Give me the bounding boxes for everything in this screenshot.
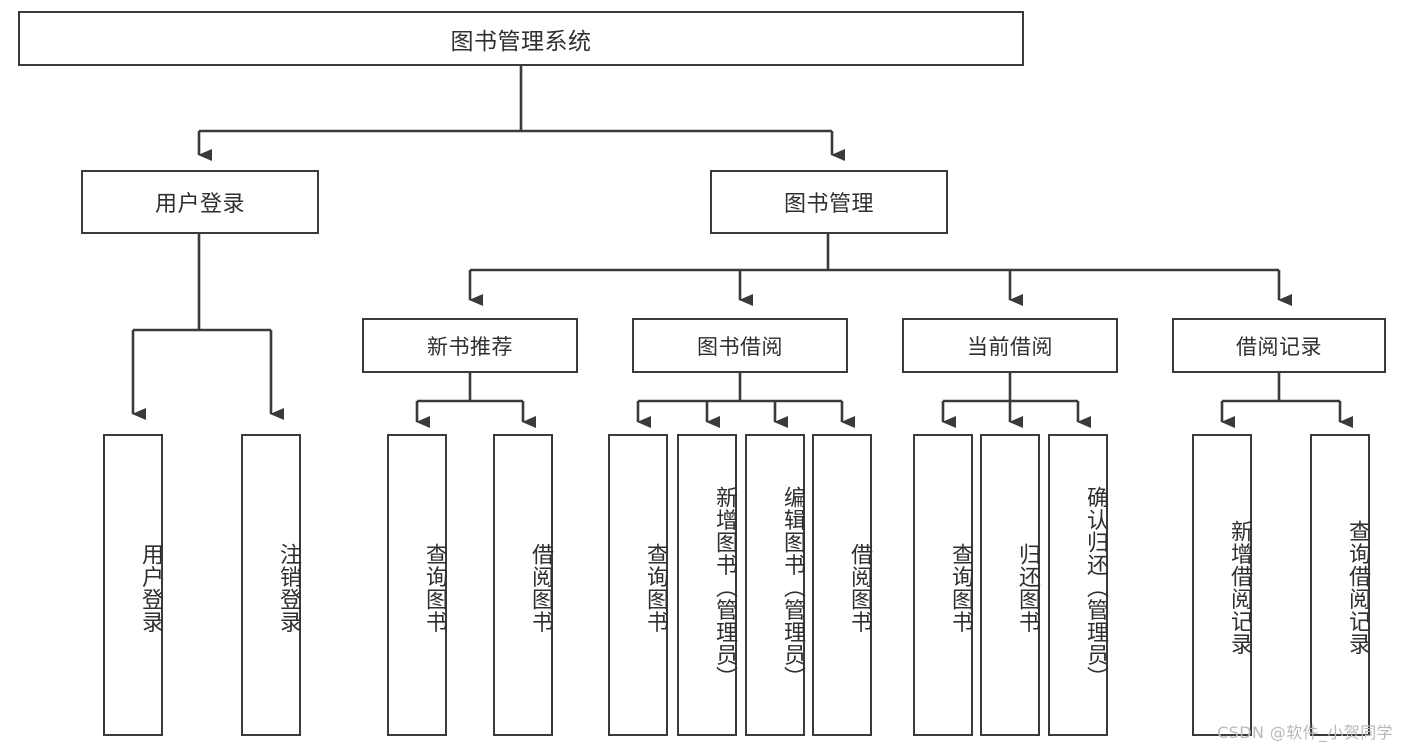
node-root-label: 图书管理系统 xyxy=(450,28,592,55)
node-book-management[interactable]: 图书管理 xyxy=(710,170,948,234)
node-new-book-recommend-label: 新书推荐 xyxy=(427,334,513,359)
node-user-login-label: 用户登录 xyxy=(154,192,245,217)
leaf-borrow-add-book-admin[interactable]: 新增图书（管理员） xyxy=(677,434,737,736)
leaf-borrow-edit-book-admin-label: 编辑图书（管理员） xyxy=(780,485,805,689)
leaf-recommend-borrow-book-label: 借阅图书 xyxy=(528,543,553,633)
node-user-login[interactable]: 用户登录 xyxy=(81,170,319,234)
leaf-user-logout-label: 注销登录 xyxy=(276,543,301,633)
leaf-record-add-borrow-record[interactable]: 新增借阅记录 xyxy=(1192,434,1252,736)
leaf-borrow-add-book-admin-label: 新增图书（管理员） xyxy=(712,485,737,689)
leaf-borrow-borrow-book-label: 借阅图书 xyxy=(847,543,872,633)
node-new-book-recommend[interactable]: 新书推荐 xyxy=(362,318,578,373)
leaf-borrow-borrow-book[interactable]: 借阅图书 xyxy=(812,434,872,736)
node-borrow-record[interactable]: 借阅记录 xyxy=(1172,318,1386,373)
leaf-user-logout[interactable]: 注销登录 xyxy=(241,434,301,736)
leaf-borrow-query-book-label: 查询图书 xyxy=(643,543,668,633)
leaf-current-return-book-label: 归还图书 xyxy=(1015,543,1040,633)
leaf-borrow-edit-book-admin[interactable]: 编辑图书（管理员） xyxy=(745,434,805,736)
node-book-borrow[interactable]: 图书借阅 xyxy=(632,318,848,373)
leaf-recommend-query-book[interactable]: 查询图书 xyxy=(387,434,447,736)
leaf-user-login[interactable]: 用户登录 xyxy=(103,434,163,736)
node-book-borrow-label: 图书借阅 xyxy=(697,334,783,359)
node-book-management-label: 图书管理 xyxy=(783,192,874,217)
leaf-current-confirm-return-admin-label: 确认归还（管理员） xyxy=(1083,485,1108,689)
watermark: CSDN @软件_小贺同学 xyxy=(1217,723,1393,742)
leaf-record-query-borrow-record[interactable]: 查询借阅记录 xyxy=(1310,434,1370,736)
leaf-recommend-borrow-book[interactable]: 借阅图书 xyxy=(493,434,553,736)
node-borrow-record-label: 借阅记录 xyxy=(1236,334,1322,359)
node-current-borrow-label: 当前借阅 xyxy=(967,334,1053,359)
leaf-record-query-borrow-record-label: 查询借阅记录 xyxy=(1345,519,1370,655)
leaf-current-query-book[interactable]: 查询图书 xyxy=(913,434,973,736)
leaf-borrow-query-book[interactable]: 查询图书 xyxy=(608,434,668,736)
leaf-current-query-book-label: 查询图书 xyxy=(948,543,973,633)
leaf-record-add-borrow-record-label: 新增借阅记录 xyxy=(1227,519,1252,655)
node-root[interactable]: 图书管理系统 xyxy=(18,11,1024,66)
leaf-current-return-book[interactable]: 归还图书 xyxy=(980,434,1040,736)
leaf-recommend-query-book-label: 查询图书 xyxy=(422,543,447,633)
node-current-borrow[interactable]: 当前借阅 xyxy=(902,318,1118,373)
leaf-current-confirm-return-admin[interactable]: 确认归还（管理员） xyxy=(1048,434,1108,736)
leaf-user-login-label: 用户登录 xyxy=(138,543,163,633)
